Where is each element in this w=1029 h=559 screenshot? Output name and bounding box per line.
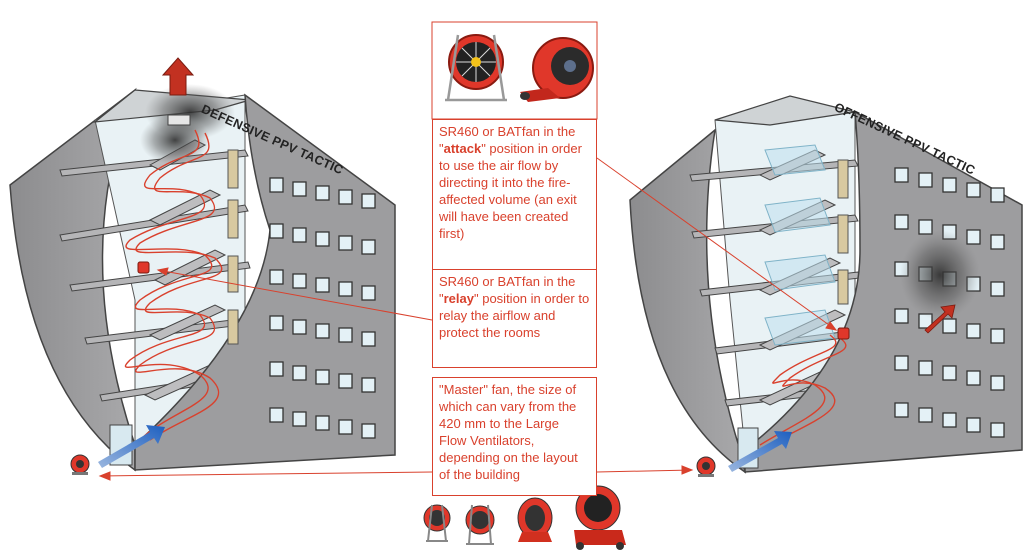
facade-window: [942, 412, 957, 428]
facade-window: [315, 323, 330, 339]
facade-window: [338, 373, 353, 389]
facade-window: [269, 407, 284, 423]
facade-window: [894, 355, 909, 371]
facade-window: [315, 415, 330, 431]
airflow-arrow-icon: [98, 425, 165, 468]
facade-window: [292, 411, 307, 427]
facade-right: [744, 110, 1023, 473]
master-fan-icon: [465, 504, 495, 545]
attack-fan-icon: [837, 327, 850, 340]
callout-connectors: [98, 157, 838, 481]
facade-window: [315, 369, 330, 385]
facade-window: [990, 234, 1005, 250]
relay-fan-icon: [137, 261, 150, 274]
facade-window: [894, 214, 909, 230]
facade-window: [966, 370, 981, 386]
airflow-paths: [759, 334, 847, 446]
facade-window: [338, 189, 353, 205]
facade-window: [894, 167, 909, 183]
facade-window: [942, 365, 957, 381]
relay-keyword: relay: [443, 291, 474, 306]
facade-window: [942, 318, 957, 334]
master-fan-icon: [70, 454, 90, 475]
attack-keyword: attack: [443, 141, 482, 156]
batfan-icon: [520, 37, 594, 102]
attack-callout: SR460 or BATfan in the "attack" position…: [432, 119, 597, 270]
facade-window: [918, 172, 933, 188]
facade-windows: [894, 167, 1005, 438]
facade-window: [361, 193, 376, 209]
relay-text-before: SR460 or BATfan in the ": [439, 274, 576, 306]
facade-window: [292, 227, 307, 243]
facade-window: [315, 231, 330, 247]
master-fan-icon: [696, 456, 716, 477]
facade-window: [315, 277, 330, 293]
facade-window: [315, 185, 330, 201]
facade-window: [990, 281, 1005, 297]
large-flow-ventilator-icon: [517, 497, 553, 542]
facade-window: [361, 239, 376, 255]
facade-window: [966, 417, 981, 433]
facade-window: [990, 375, 1005, 391]
airflow-arrow-icon: [728, 431, 792, 472]
relay-text-after: " position in order to relay the airflow…: [439, 291, 590, 340]
facade-window: [990, 422, 1005, 438]
facade-window: [338, 419, 353, 435]
facade-window: [361, 331, 376, 347]
facade-window: [990, 187, 1005, 203]
interior-doors: [227, 149, 239, 345]
facade-window: [292, 319, 307, 335]
interior-doors: [837, 159, 849, 305]
facade-window: [269, 315, 284, 331]
facade-window: [361, 423, 376, 439]
attack-text-before: SR460 or BATfan in the ": [439, 124, 576, 156]
facade-window: [894, 308, 909, 324]
facade-window: [338, 327, 353, 343]
facade-window: [269, 177, 284, 193]
facade-window: [966, 229, 981, 245]
facade-window: [942, 177, 957, 193]
facade-window: [966, 323, 981, 339]
master-text: "Master" fan, the size of which can vary…: [439, 382, 578, 482]
relay-callout: SR460 or BATfan in the "relay" position …: [432, 269, 597, 368]
facade-window: [894, 402, 909, 418]
roof-opening: [167, 114, 191, 126]
master-callout: "Master" fan, the size of which can vary…: [432, 377, 597, 496]
facade-window: [966, 182, 981, 198]
facade-window: [361, 377, 376, 393]
facade-window: [361, 285, 376, 301]
facade-window: [292, 365, 307, 381]
exhaust-arrow-icon: [924, 304, 956, 334]
facade-window: [269, 269, 284, 285]
facade-window: [918, 360, 933, 376]
facade-window: [338, 281, 353, 297]
offensive-building: [629, 95, 1023, 477]
facade-window: [990, 328, 1005, 344]
defensive-building: [9, 57, 396, 475]
facade-window: [269, 223, 284, 239]
glass-panels: [764, 144, 836, 346]
facade-windows: [269, 177, 376, 439]
smoke-plume-icon: [900, 230, 980, 320]
facade-window: [269, 361, 284, 377]
exhaust-arrow-icon: [161, 57, 195, 96]
master-fan-icon: [423, 504, 451, 542]
facade-window: [292, 181, 307, 197]
facade-window: [918, 407, 933, 423]
large-flow-ventilator-icon: [574, 485, 626, 550]
attack-text-after: " position in order to use the air flow …: [439, 141, 582, 241]
facade-window: [292, 273, 307, 289]
master-fan-lineup: [423, 485, 626, 550]
fan-on-frame-icon: [445, 34, 507, 102]
facade-window: [338, 235, 353, 251]
